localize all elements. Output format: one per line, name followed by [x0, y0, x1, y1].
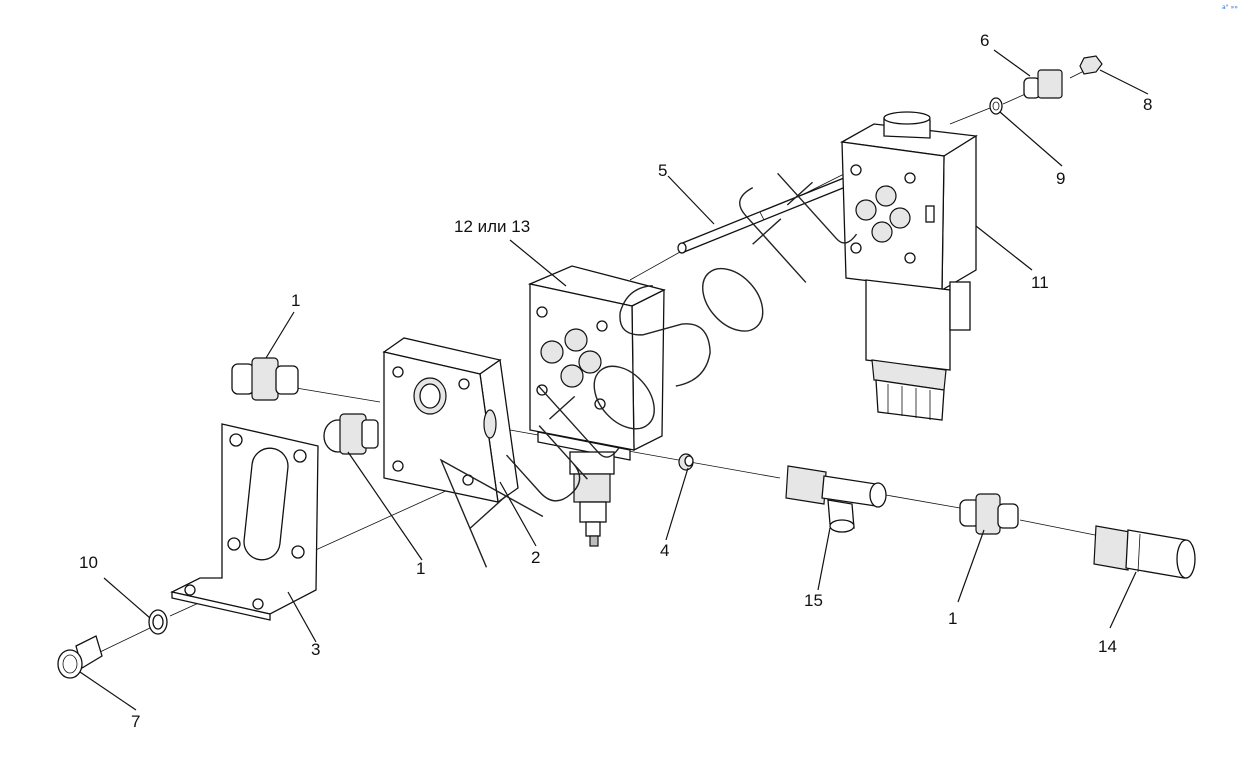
callout-4: 4: [660, 541, 670, 560]
callout-10: 10: [79, 553, 98, 572]
callout-1-middle: 1: [416, 559, 426, 578]
callout-7: 7: [131, 712, 141, 731]
valve-block-part-12-13: [527, 265, 666, 547]
fitting-part-1-right: [959, 493, 1019, 535]
bolt-part-7: [57, 635, 103, 679]
union-part-6: [1023, 69, 1063, 99]
fitting-part-1-upper: [231, 357, 299, 401]
callout-8: 8: [1143, 95, 1153, 114]
tee-part-15: [785, 465, 887, 533]
plug-part-4: [678, 453, 694, 471]
callout-9: 9: [1056, 169, 1066, 188]
nut-part-8: [1079, 55, 1103, 75]
callout-2: 2: [531, 548, 541, 567]
leader-lines: [79, 49, 1149, 711]
bracket-part-3: [170, 423, 319, 621]
washer-part-10: [148, 609, 168, 635]
solenoid-valve-part-11: [839, 111, 978, 421]
callout-1-right: 1: [948, 609, 958, 628]
corner-watermark-mark: a° »»: [1222, 4, 1238, 11]
callout-14: 14: [1098, 637, 1117, 656]
plate-part-2: [382, 337, 519, 504]
callout-6: 6: [980, 31, 990, 50]
fitting-part-1-middle: [323, 413, 379, 455]
rod-part-5: [677, 177, 849, 254]
callout-5: 5: [658, 161, 668, 180]
callout-12-or-13: 12 или 13: [454, 217, 531, 236]
seal-part-9: [989, 97, 1003, 115]
callout-3: 3: [311, 640, 321, 659]
callout-11: 11: [1031, 273, 1049, 292]
autosoft-watermark: [439, 172, 858, 568]
coupling-part-14: [1093, 525, 1196, 579]
callout-15: 15: [804, 591, 823, 610]
callout-1-upper: 1: [291, 291, 301, 310]
